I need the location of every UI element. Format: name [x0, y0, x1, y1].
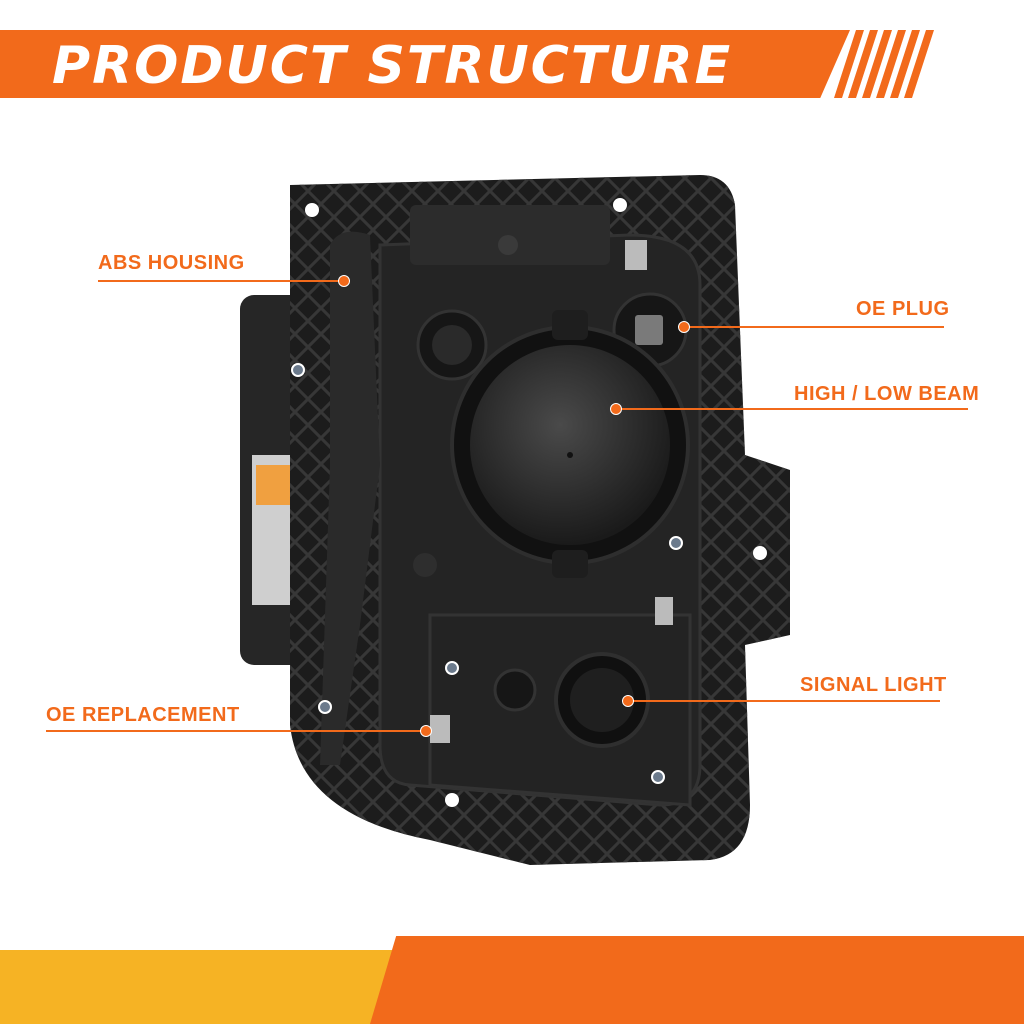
oe-plug-leader-line — [684, 326, 944, 328]
title-banner — [0, 30, 850, 98]
abs-housing-leader-line — [98, 280, 344, 282]
headlamp-housing-image — [240, 175, 790, 865]
oe-plug-marker — [678, 321, 690, 333]
high-low-beam-leader-line — [616, 408, 968, 410]
high-low-beam-label: HIGH / LOW BEAM — [794, 383, 980, 405]
abs-housing-label: ABS HOUSING — [98, 252, 245, 274]
high-low-beam-marker — [610, 403, 622, 415]
bottom-yellow-band — [0, 950, 410, 1024]
abs-housing-marker — [338, 275, 350, 287]
oe-replacement-leader-line — [46, 730, 426, 732]
signal-light-label: SIGNAL LIGHT — [800, 674, 947, 696]
page-title: PRODUCT STRUCTURE — [52, 36, 733, 96]
bottom-orange-band — [370, 936, 1024, 1024]
oe-replacement-marker — [420, 725, 432, 737]
oe-plug-label: OE PLUG — [856, 298, 950, 320]
oe-replacement-label: OE REPLACEMENT — [46, 704, 240, 726]
signal-light-marker — [622, 695, 634, 707]
signal-light-leader-line — [628, 700, 940, 702]
stripe-decoration — [834, 30, 934, 98]
